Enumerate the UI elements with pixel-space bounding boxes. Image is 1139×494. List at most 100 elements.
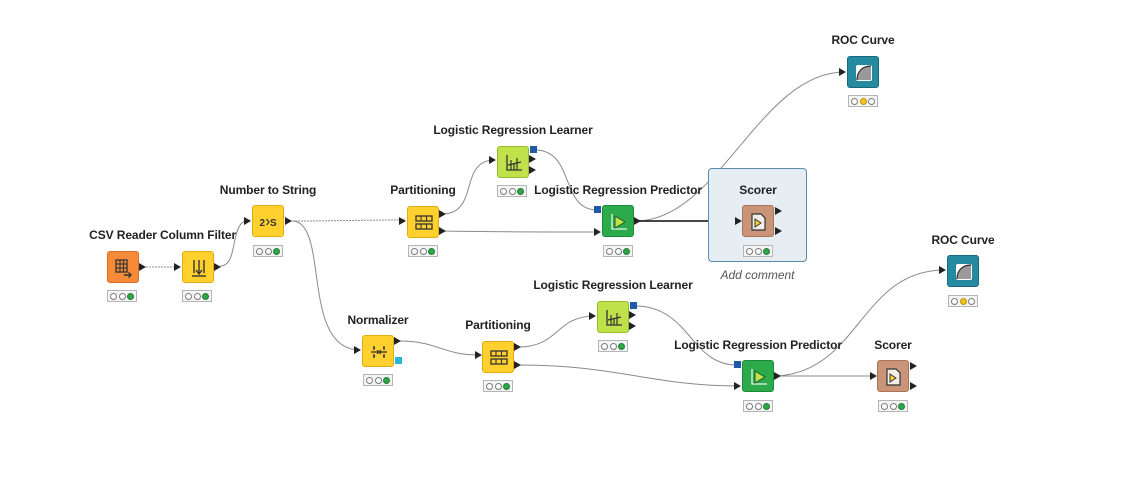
output-port-train[interactable] (514, 343, 521, 351)
output-port[interactable] (529, 166, 536, 174)
output-port[interactable] (394, 337, 401, 345)
input-port[interactable] (475, 351, 482, 359)
node-label-logistic-regression-learner[interactable]: Logistic Regression Learner (433, 123, 593, 137)
node-logistic-regression-predictor[interactable] (742, 360, 774, 392)
connection-predictor-to-roc[interactable] (637, 71, 846, 222)
play-chart-icon (751, 369, 767, 385)
status-light-red (110, 292, 118, 300)
status-light-green (867, 97, 875, 105)
node-label-normalizer[interactable]: Normalizer (347, 313, 409, 327)
output-port[interactable] (910, 382, 917, 390)
node-label-number-to-string[interactable]: Number to String (219, 183, 317, 197)
status-light-red (601, 342, 609, 350)
status-light-yellow (374, 376, 382, 384)
status-light-green (897, 402, 905, 410)
node-logistic-regression-predictor[interactable] (602, 205, 634, 237)
scorer-icon (886, 368, 901, 386)
node-label-partitioning[interactable]: Partitioning (390, 183, 456, 197)
connection-partitioning-to-predictor-2[interactable] (517, 364, 741, 387)
connection-partitioning-to-learner-2[interactable] (517, 315, 596, 348)
node-partitioning[interactable] (482, 341, 514, 373)
input-port[interactable] (594, 228, 601, 236)
node-number-to-string[interactable]: 2 S (252, 205, 284, 237)
input-port[interactable] (839, 68, 846, 76)
status-light-red (366, 376, 374, 384)
output-port-test[interactable] (439, 227, 446, 235)
input-port[interactable] (870, 372, 877, 380)
status-light-green (272, 247, 280, 255)
model-output-port[interactable] (530, 146, 537, 153)
node-scorer[interactable] (742, 205, 774, 237)
output-port[interactable] (634, 217, 641, 225)
connection-number-to-string-to-partitioning[interactable] (291, 219, 406, 222)
input-port[interactable] (354, 346, 361, 354)
node-csv-reader[interactable] (107, 251, 139, 283)
node-label-roc-curve[interactable]: ROC Curve (831, 33, 895, 47)
node-label-logistic-regression-learner[interactable]: Logistic Regression Learner (533, 278, 693, 292)
partition-icon (490, 350, 508, 365)
node-partitioning[interactable] (407, 206, 439, 238)
node-label-column-filter[interactable]: Column Filter (159, 228, 237, 242)
node-label-partitioning[interactable]: Partitioning (465, 318, 531, 332)
output-port[interactable] (214, 263, 221, 271)
input-port[interactable] (735, 217, 742, 225)
output-port[interactable] (774, 372, 781, 380)
input-port[interactable] (399, 217, 406, 225)
output-port[interactable] (629, 322, 636, 330)
annotation-comment[interactable]: Add comment (720, 268, 795, 282)
connection-filter-to-number-to-string[interactable] (219, 219, 251, 267)
node-label-scorer[interactable]: Scorer (874, 338, 912, 352)
status-light-yellow (508, 187, 516, 195)
regression-chart-icon (606, 310, 622, 326)
roc-curve-icon (856, 65, 872, 81)
node-column-filter[interactable] (182, 251, 214, 283)
node-roc-curve[interactable] (847, 56, 879, 88)
output-port[interactable] (139, 263, 146, 271)
node-label-roc-curve[interactable]: ROC Curve (931, 233, 995, 247)
output-port[interactable] (910, 362, 917, 370)
status-light-yellow (118, 292, 126, 300)
node-label-logistic-regression-predictor[interactable]: Logistic Regression Predictor (674, 338, 842, 352)
status-light-green (516, 187, 524, 195)
node-label-scorer[interactable]: Scorer (739, 183, 777, 197)
output-port[interactable] (775, 227, 782, 235)
connection-learner-to-predictor-2[interactable] (634, 305, 738, 366)
input-port[interactable] (174, 263, 181, 271)
node-normalizer[interactable] (362, 335, 394, 367)
input-port[interactable] (734, 382, 741, 390)
status-light-green (382, 376, 390, 384)
node-label-csv-reader[interactable]: CSV Reader (89, 228, 157, 242)
node-roc-curve[interactable] (947, 255, 979, 287)
input-port[interactable] (939, 266, 946, 274)
connection-partitioning-to-predictor[interactable] (441, 230, 601, 233)
connection-partitioning-to-learner[interactable] (441, 159, 496, 215)
output-port[interactable] (529, 155, 536, 163)
status-light-red (411, 247, 419, 255)
node-status-logistic-regression-predictor (603, 245, 633, 257)
node-status-column-filter (182, 290, 212, 302)
connection-number-to-string-to-normalizer[interactable] (291, 220, 361, 351)
node-label-logistic-regression-predictor[interactable]: Logistic Regression Predictor (534, 183, 702, 197)
input-port[interactable] (489, 156, 496, 164)
input-port[interactable] (244, 217, 251, 225)
output-port[interactable] (629, 311, 636, 319)
model-output-port[interactable] (630, 302, 637, 309)
model-input-port[interactable] (594, 206, 601, 213)
connection-normalizer-to-partitioning[interactable] (397, 340, 482, 356)
scorer-icon (751, 213, 766, 231)
node-scorer[interactable] (877, 360, 909, 392)
connection-predictor-to-roc-2[interactable] (775, 269, 946, 377)
status-light-red (881, 402, 889, 410)
output-port-test[interactable] (514, 361, 521, 369)
node-logistic-regression-learner[interactable] (597, 301, 629, 333)
input-port[interactable] (589, 312, 596, 320)
node-logistic-regression-learner[interactable] (497, 146, 529, 178)
node-status-scorer (743, 245, 773, 257)
connection-learner-to-predictor[interactable] (534, 149, 598, 211)
output-port[interactable] (775, 207, 782, 215)
model-input-port[interactable] (734, 361, 741, 368)
model-output-port[interactable] (395, 357, 402, 364)
output-port[interactable] (285, 217, 292, 225)
output-port-train[interactable] (439, 210, 446, 218)
